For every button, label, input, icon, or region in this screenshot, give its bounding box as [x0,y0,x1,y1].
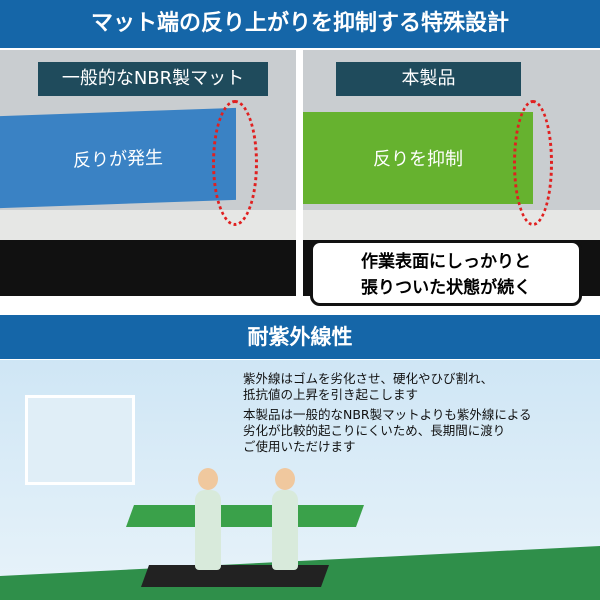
text-line: 本製品は一般的なNBR製マットよりも紫外線による [243,407,532,422]
callout-bubble: 作業表面にしっかりと 張りついた状態が続く [310,240,582,306]
callout-line1: 作業表面にしっかりと [361,252,531,272]
edge-highlight-oval [513,100,553,226]
worker-2 [272,490,298,570]
floor-mat [140,565,330,587]
worker-1-head [198,468,218,490]
suppress-text: 反りを抑制 [373,149,463,170]
worker-2-head [275,468,295,490]
text-line: ご使用いただけます [243,439,356,454]
bench-edge [0,210,296,240]
text-line: 抵抗値の上昇を引き起こします [243,387,419,402]
product-mat: 反りを抑制 [303,112,533,204]
top-banner: マット端の反り上がりを抑制する特殊設計 [0,0,600,48]
uv-description-1: 紫外線はゴムを劣化させ、硬化やひび割れ、 抵抗値の上昇を引き起こします [243,371,493,403]
uv-description-2: 本製品は一般的なNBR製マットよりも紫外線による 劣化が比較的起こりにくいため、… [243,407,532,455]
standard-mat: 反りが発生 [0,107,236,209]
text-line: 紫外線はゴムを劣化させ、硬化やひび割れ、 [243,371,494,386]
bench-edge [303,210,600,240]
standard-mat-label: 一般的なNBR製マット [38,62,268,96]
uv-banner: 耐紫外線性 [0,315,600,359]
worker-1 [195,490,221,570]
bench-shadow [0,240,296,296]
window-illustration [25,395,135,485]
text-line: 劣化が比較的起こりにくいため、長期間に渡り [243,423,506,438]
standard-mat-photo: 一般的なNBR製マット 反りが発生 [0,50,296,296]
warp-text: 反りが発生 [73,147,163,172]
callout-line2: 張りついた状態が続く [360,278,532,298]
warp-highlight-oval [212,100,258,226]
workbench-illustration [125,505,365,527]
product-label: 本製品 [336,62,521,96]
